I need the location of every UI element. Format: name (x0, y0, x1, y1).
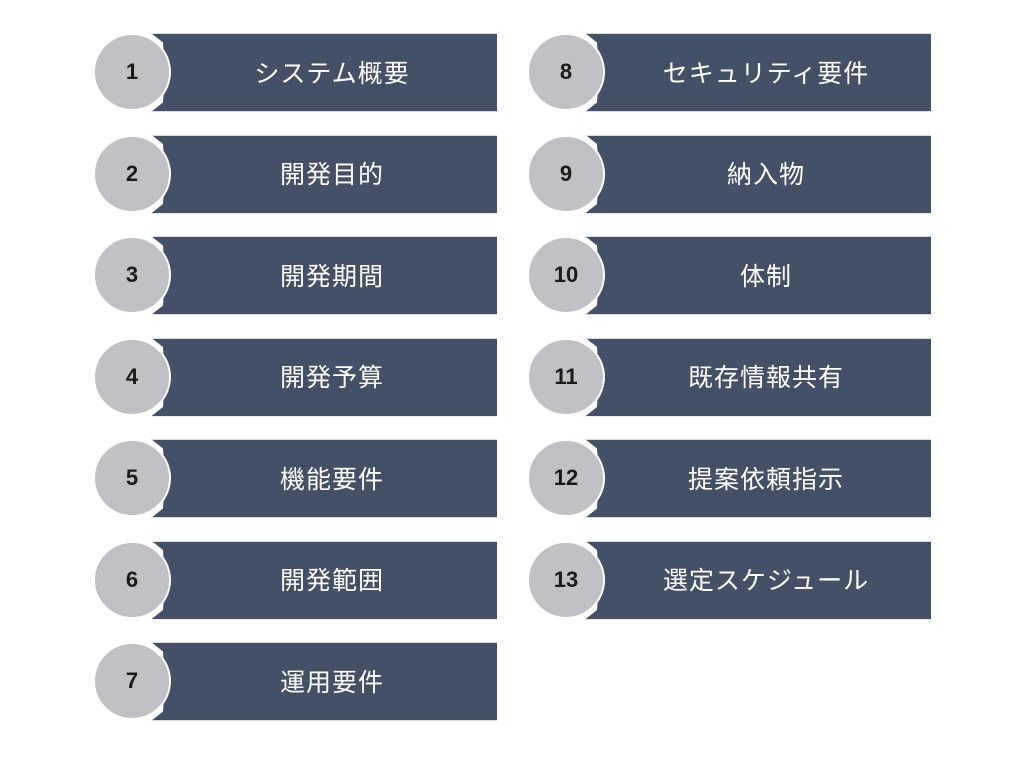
item-bar (151, 337, 497, 417)
list-item: 7 運用要件 (93, 642, 499, 721)
item-bar (585, 134, 931, 214)
item-label: 開発目的 (279, 160, 384, 189)
item-bar (151, 236, 497, 315)
list-item: 6 開発範囲 (93, 540, 499, 620)
item-number-badge: 8 (527, 33, 605, 111)
item-label: 開発予算 (279, 363, 384, 392)
item-bar (151, 540, 497, 620)
item-bar (151, 642, 497, 721)
item-number-badge: 4 (93, 337, 171, 416)
list-item: 12 提案依頼指示 (527, 439, 933, 518)
list-item: 1 システム概要 (93, 33, 499, 112)
item-label: システム概要 (254, 58, 410, 88)
item-bar (585, 439, 931, 518)
item-number-badge: 3 (93, 236, 171, 314)
item-label: セキュリティ要件 (662, 58, 870, 88)
item-label: 開発期間 (279, 261, 384, 291)
list-item: 13 選定スケジュール (527, 540, 933, 620)
item-number-badge: 1 (93, 33, 171, 111)
list-item: 10 体制 (527, 236, 933, 315)
item-number-badge: 11 (527, 337, 605, 416)
item-label: 開発範囲 (279, 566, 384, 595)
item-bar (585, 337, 931, 417)
item-label: 運用要件 (279, 667, 384, 697)
item-label: 既存情報共有 (687, 363, 844, 392)
item-number-badge: 6 (93, 540, 171, 619)
item-bar (585, 33, 931, 112)
item-label: 体制 (739, 261, 792, 291)
item-bar (151, 33, 497, 112)
item-number-badge: 13 (527, 540, 605, 619)
list-item: 5 機能要件 (93, 439, 499, 518)
item-label: 機能要件 (279, 464, 384, 494)
item-number-badge: 12 (527, 439, 605, 517)
item-number-badge: 7 (93, 642, 171, 720)
item-label: 選定スケジュール (662, 566, 870, 595)
item-bar (585, 236, 931, 315)
item-label: 提案依頼指示 (687, 464, 844, 494)
item-number-badge: 5 (93, 439, 171, 517)
list-item: 3 開発期間 (93, 236, 499, 315)
item-label: 納入物 (726, 160, 805, 189)
item-bar (151, 134, 497, 214)
left-column: 1 システム概要 2 開発目的 3 開発期間 4 開発予算 5 機能要件 6 開… (93, 33, 499, 744)
list-item: 8 セキュリティ要件 (527, 33, 933, 112)
item-number-badge: 2 (93, 134, 171, 213)
list-item: 11 既存情報共有 (527, 337, 933, 417)
item-bar (585, 540, 931, 620)
item-number-badge: 10 (527, 236, 605, 314)
list-item: 9 納入物 (527, 134, 933, 214)
list-item: 2 開発目的 (93, 134, 499, 214)
item-bar (151, 439, 497, 518)
item-number-badge: 9 (527, 134, 605, 213)
right-column: 8 セキュリティ要件 9 納入物 10 体制 11 既存情報共有 12 提案依頼… (527, 33, 933, 642)
list-item: 4 開発予算 (93, 337, 499, 417)
